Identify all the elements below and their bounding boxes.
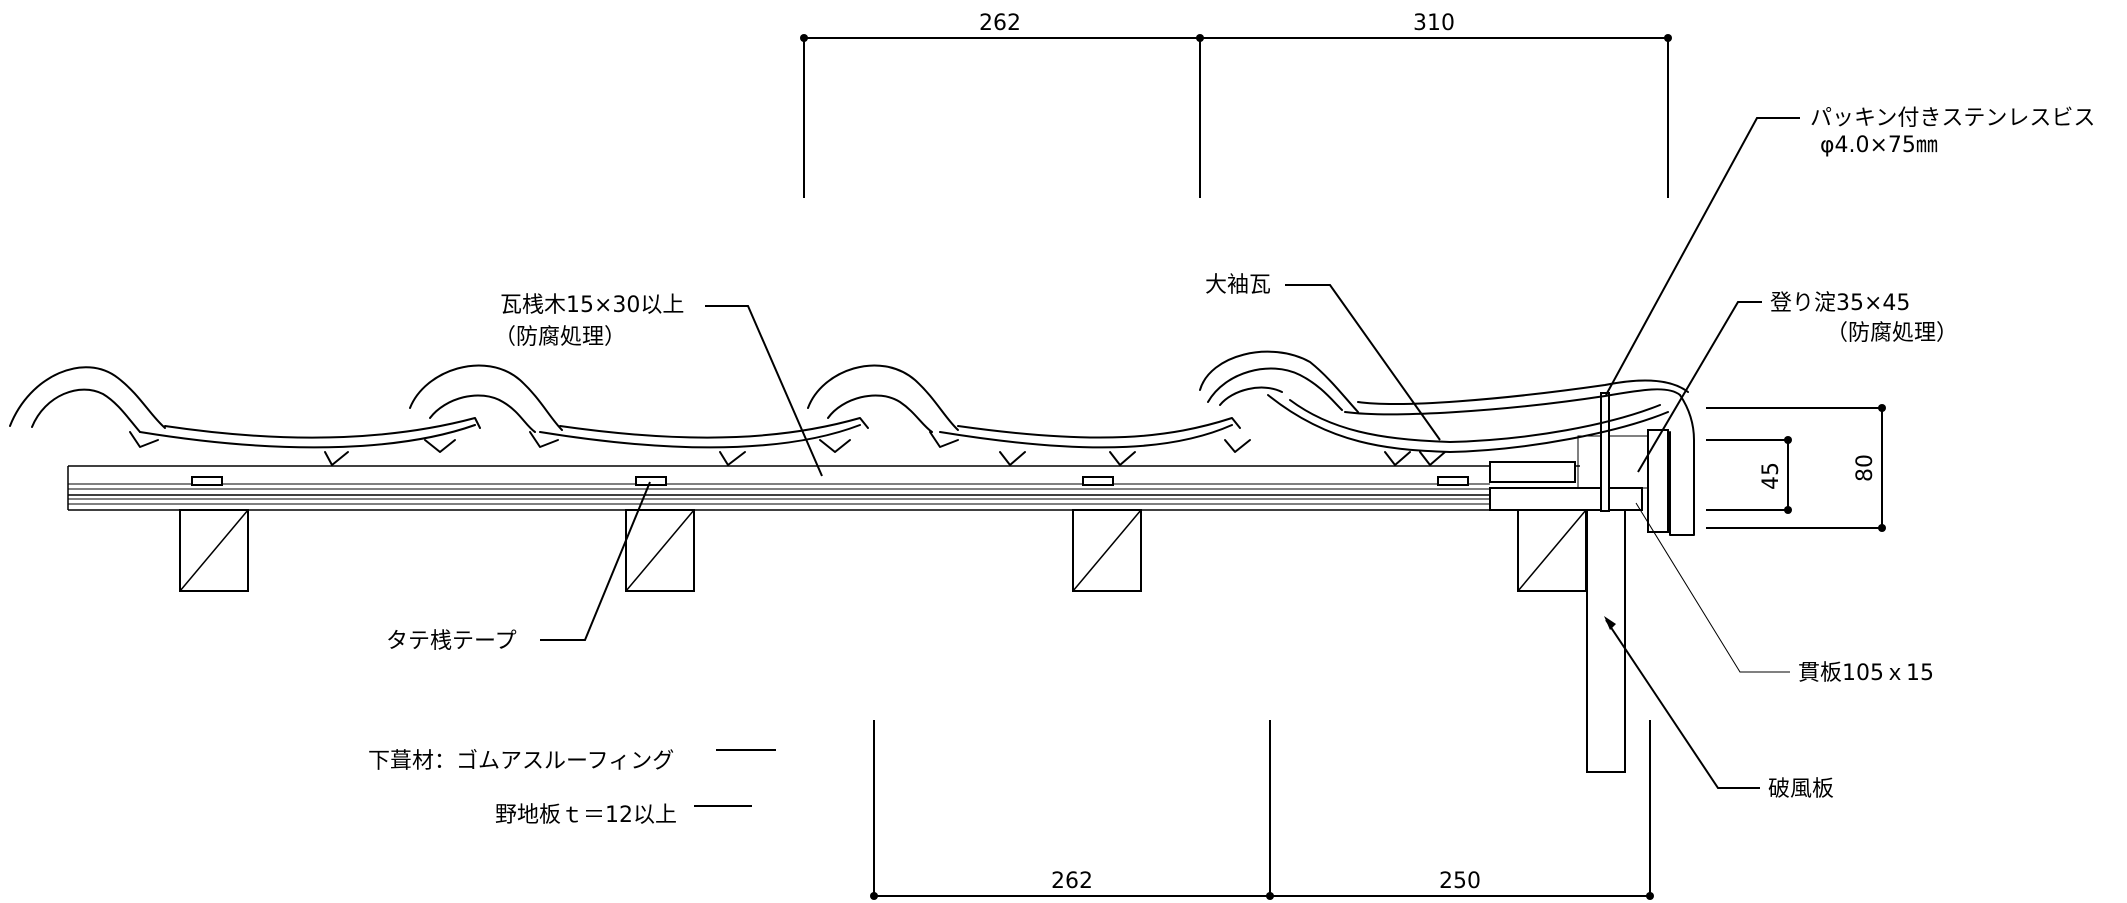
- label-yodo-note: （防腐処理）: [1826, 321, 1958, 346]
- label-tatesan-tape: タテ桟テープ: [386, 629, 517, 654]
- label-sheathing: 野地板ｔ＝12以上: [495, 803, 677, 828]
- label-underlayment: 下葺材：ゴムアスルーフィング: [368, 749, 674, 774]
- label-screw: パッキン付きステンレスビス: [1810, 106, 2095, 131]
- bottom-dimensions: 262 250: [870, 720, 1654, 900]
- roof-tiles: [9, 350, 1695, 536]
- screw-shaft: [1600, 392, 1610, 512]
- label-screw-size: φ4.0×75㎜: [1820, 133, 1938, 158]
- label-tile-batten-note: （防腐処理）: [494, 325, 626, 350]
- side-dimensions: 45 80: [1706, 404, 1886, 532]
- dim-side-inner: 45: [1759, 462, 1784, 490]
- rafters: [179, 509, 1587, 592]
- verge-assembly: [1489, 392, 1669, 773]
- roof-deck: [67, 465, 1580, 511]
- dim-side-outer: 80: [1853, 454, 1878, 482]
- top-dimensions: 262 310: [800, 11, 1672, 198]
- dim-bottom-left: 262: [1051, 869, 1093, 894]
- tile-battens: [191, 476, 1469, 486]
- label-nuki-board: 貫板105ｘ15: [1798, 661, 1934, 686]
- label-sode-tile: 大袖瓦: [1205, 273, 1271, 298]
- label-yodo: 登り淀35×45: [1770, 291, 1910, 316]
- dim-top-right: 310: [1413, 11, 1455, 36]
- annotations: パッキン付きステンレスビス φ4.0×75㎜ 大袖瓦 瓦桟木15×30以上 （防…: [368, 106, 2095, 828]
- label-tile-batten: 瓦桟木15×30以上: [500, 293, 684, 318]
- dim-bottom-right: 250: [1439, 869, 1481, 894]
- dim-top-left: 262: [979, 11, 1021, 36]
- label-hafu: 破風板: [1768, 777, 1834, 802]
